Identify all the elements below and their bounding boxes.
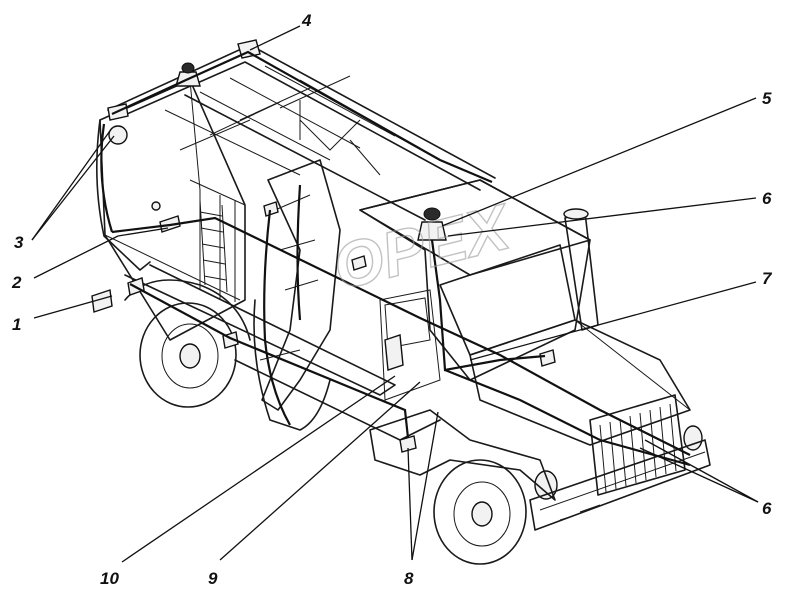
exhaust-cap — [563, 208, 589, 220]
body-top-rail-inner — [117, 61, 481, 191]
callout-6-top: 6 — [762, 189, 772, 208]
callout-7: 7 — [762, 269, 773, 288]
side-marker-cab — [539, 349, 556, 367]
harness-main-side — [111, 216, 691, 456]
front-bumper — [529, 439, 711, 531]
loader-hydraulic — [253, 299, 331, 431]
fender-lamp — [399, 435, 417, 453]
chassis-frame-lower — [234, 359, 441, 441]
leader-5 — [441, 97, 757, 227]
beacon-cab-dome — [423, 207, 441, 221]
body-rear-panel — [96, 119, 151, 271]
harness-loader — [263, 209, 291, 426]
harness-rear-vertical — [100, 123, 114, 233]
rear-lamp — [108, 125, 128, 145]
leader-8b — [411, 411, 439, 561]
harness-lower — [129, 283, 410, 439]
grille-frame — [589, 394, 686, 496]
callout-5: 5 — [762, 89, 772, 108]
loader-arm — [261, 159, 341, 411]
body-connector-1 — [263, 201, 279, 217]
leader-9 — [219, 381, 421, 561]
rear-wheel-tire — [139, 302, 237, 408]
leader-6b2 — [644, 439, 759, 503]
chassis-frame — [124, 264, 396, 396]
leader-2b — [117, 227, 169, 237]
harness-top — [111, 50, 493, 184]
cab-door — [379, 289, 441, 401]
leader-7 — [469, 281, 757, 361]
cab-side-window — [384, 297, 431, 349]
body-top-ribs — [164, 65, 421, 176]
callout-4: 4 — [301, 11, 312, 30]
leader-2a — [33, 235, 119, 279]
callout-labels: 1 2 3 4 5 6 7 6 8 9 10 — [11, 11, 773, 588]
beacon-cab — [417, 221, 447, 241]
leader-6a — [447, 197, 757, 237]
callout-3: 3 — [14, 233, 24, 252]
leader-lines — [31, 25, 759, 563]
callout-6-bottom: 6 — [762, 499, 772, 518]
front-wheel-rim — [453, 481, 511, 547]
leader-4 — [249, 25, 301, 51]
truck-drawing — [91, 39, 711, 565]
leader-10 — [121, 375, 396, 563]
grille-bars — [599, 403, 677, 493]
body-top-rail-right — [184, 94, 426, 221]
leader-8a — [407, 447, 413, 561]
harness-cab-front — [444, 368, 691, 467]
leader-3a — [31, 135, 115, 241]
callout-2: 2 — [11, 273, 22, 292]
body-ladder — [199, 199, 228, 293]
body-connector-2 — [351, 255, 367, 271]
rear-wheel-hub — [179, 343, 201, 369]
front-wheel-hub — [471, 501, 493, 527]
leader-6b1 — [639, 447, 759, 503]
rear-wheel-rim — [161, 323, 219, 389]
hood — [469, 319, 691, 446]
callout-8: 8 — [404, 569, 414, 588]
headlight-right — [683, 425, 703, 451]
control-box — [384, 334, 404, 371]
leader-3b — [31, 127, 113, 241]
front-wheel-tire — [433, 459, 527, 565]
callout-10: 10 — [100, 569, 119, 588]
rear-light-unit — [91, 289, 113, 313]
rear-switch-knob — [151, 201, 161, 211]
hood-line — [479, 319, 691, 446]
beacon-top-rear-dome — [181, 62, 195, 74]
callout-1: 1 — [12, 315, 21, 334]
front-fender — [369, 409, 556, 501]
leader-1 — [33, 295, 113, 319]
callout-9: 9 — [208, 569, 218, 588]
harness-loader-2 — [296, 184, 302, 321]
